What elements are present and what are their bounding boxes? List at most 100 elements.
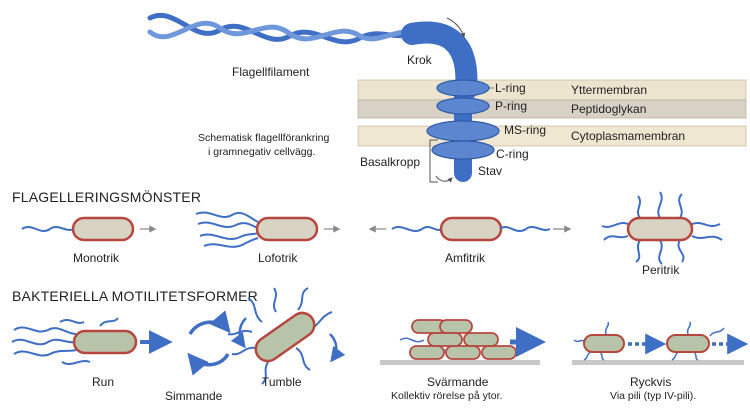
peritrik-flagellum-7 xyxy=(601,222,629,228)
hook xyxy=(401,21,478,101)
tumble-flagellum-3 xyxy=(297,287,309,311)
label-krok: Krok xyxy=(407,53,433,67)
lofotrik-flagellum-1 xyxy=(195,211,259,223)
label-lofotrik: Lofotrik xyxy=(258,251,298,265)
svarmande-flagellum-1 xyxy=(399,337,425,343)
run-flagellum-4 xyxy=(59,319,85,324)
c-ring xyxy=(431,140,495,160)
svarmande-cell-7 xyxy=(439,319,473,334)
label-cytoplasmamembran: Cytoplasmamembran xyxy=(571,129,685,143)
peritrik-flagellum-8 xyxy=(603,235,629,241)
pattern-monotrik: Monotrik xyxy=(21,216,157,265)
label-run: Run xyxy=(92,375,114,389)
label-amfitrik: Amfitrik xyxy=(445,251,486,265)
cycle-arrow-bottom xyxy=(187,352,230,376)
ryckvis-pilus-6 xyxy=(693,351,699,361)
motility-run: Run xyxy=(11,317,173,389)
label-ms-ring: MS-ring xyxy=(504,123,546,137)
label-monotrik: Monotrik xyxy=(73,251,120,265)
pattern-amfitrik: Amfitrik xyxy=(368,216,572,265)
label-c-ring: C-ring xyxy=(496,147,529,161)
tumble-flagellum-7 xyxy=(295,347,311,371)
run-flagellum-3 xyxy=(13,349,77,357)
label-l-ring: L-ring xyxy=(495,81,526,95)
lofotrik-flagellum-2 xyxy=(197,221,259,229)
svarmande-cell-5 xyxy=(463,332,499,347)
pattern-peritrik: Peritrik xyxy=(601,191,723,277)
ryckvis-pilus-8 xyxy=(686,321,692,335)
cycle-arrow-top xyxy=(188,310,231,336)
peritrik-flagellum-4 xyxy=(635,239,641,263)
motility-ryckvis: Ryckvis Via pili (typ IV-pili). xyxy=(572,321,749,402)
lofotrik-cell xyxy=(255,216,319,242)
tumble-cell xyxy=(254,311,316,363)
svarmande-cell-2 xyxy=(445,345,481,360)
label-basalkropp: Basalkropp xyxy=(360,155,420,169)
cytoplasmic-membrane-band xyxy=(357,125,747,147)
ryckvis-ground xyxy=(572,360,744,365)
anatomy-section: Flagellfilament Krok L-ring P-ring MS-ri… xyxy=(147,13,747,183)
peptidoglycan-band xyxy=(357,99,747,119)
label-ryckvis: Ryckvis xyxy=(630,375,671,389)
motility-tumble: Tumble xyxy=(227,287,346,389)
amfitrik-flagellum-right xyxy=(499,226,551,232)
peritrik-flagellum-5 xyxy=(658,239,663,265)
hook-arrow xyxy=(446,17,466,38)
label-svarmande-sub: Kollektiv rörelse på ytor. xyxy=(391,390,502,402)
motility-simmande-cycle: Simmande xyxy=(165,310,231,403)
label-ryckvis-sub: Via pili (typ IV-pili). xyxy=(610,390,696,402)
monotrik-flagellum xyxy=(21,226,75,232)
monotrik-cell xyxy=(71,216,135,242)
run-flagellum-6 xyxy=(99,317,119,327)
p-ring xyxy=(436,97,490,115)
amfitrik-flagellum-left xyxy=(391,226,443,232)
caption-line-1: Schematisk flagellförankring xyxy=(198,132,329,144)
run-cell xyxy=(72,329,138,355)
label-peritrik: Peritrik xyxy=(642,263,680,277)
svarmande-ground xyxy=(380,360,540,365)
ryckvis-cell-2 xyxy=(666,334,710,353)
label-p-ring: P-ring xyxy=(495,99,527,113)
outer-membrane-band xyxy=(357,79,747,101)
label-yttermembran: Yttermembran xyxy=(571,83,647,97)
label-simmande: Simmande xyxy=(165,389,223,403)
pattern-lofotrik: Lofotrik xyxy=(195,211,341,265)
motility-section: BAKTERIELLA MOTILITETSFORMER Run Simmand… xyxy=(11,287,749,403)
ryckvis-pilus-4 xyxy=(604,321,610,335)
lofotrik-flagellum-3 xyxy=(199,232,259,240)
peritrik-flagellum-1 xyxy=(637,195,641,219)
svarmande-cell-4 xyxy=(427,332,463,347)
peritrik-flagellum-9 xyxy=(691,222,721,227)
svarmande-cell-3 xyxy=(481,345,517,360)
filament-strand-b xyxy=(147,20,418,42)
label-flagellfilament: Flagellfilament xyxy=(232,65,310,79)
tumble-arrow-left xyxy=(230,317,247,349)
run-flagellum-1 xyxy=(13,326,77,335)
heading-flagellation-patterns: FLAGELLERINGSMÖNSTER xyxy=(12,188,201,205)
tumble-flagellum-1 xyxy=(247,297,263,323)
label-tumble: Tumble xyxy=(262,375,302,389)
basal-body-bracket xyxy=(429,139,438,183)
caption-line-2: i gramnegativ cellvägg. xyxy=(208,146,315,158)
rotation-arrow xyxy=(435,175,453,183)
peritrik-flagellum-3 xyxy=(678,193,683,219)
ryckvis-pilus-7 xyxy=(709,327,725,337)
label-peptidoglykan: Peptidoglykan xyxy=(571,102,646,116)
patterns-section: FLAGELLERINGSMÖNSTER Monotrik Lofotrik A… xyxy=(12,188,723,277)
run-flagellum-2 xyxy=(11,338,77,346)
peritrik-flagellum-10 xyxy=(691,235,723,241)
tumble-arrow-right xyxy=(329,333,346,363)
lofotrik-flagellum-4 xyxy=(203,237,259,248)
ms-ring xyxy=(426,120,500,142)
heading-motility-forms: BAKTERIELLA MOTILITETSFORMER xyxy=(12,288,258,304)
peritrik-cell xyxy=(626,216,694,242)
label-stav: Stav xyxy=(478,164,502,178)
l-ring xyxy=(436,79,490,97)
label-svarmande: Svärmande xyxy=(427,375,489,389)
peritrik-flagellum-2 xyxy=(657,191,663,219)
ryckvis-pilus-5 xyxy=(671,351,679,361)
ryckvis-pilus-1 xyxy=(583,351,591,361)
motility-svarmande: Svärmande Kollektiv rörelse på ytor. xyxy=(380,319,546,402)
